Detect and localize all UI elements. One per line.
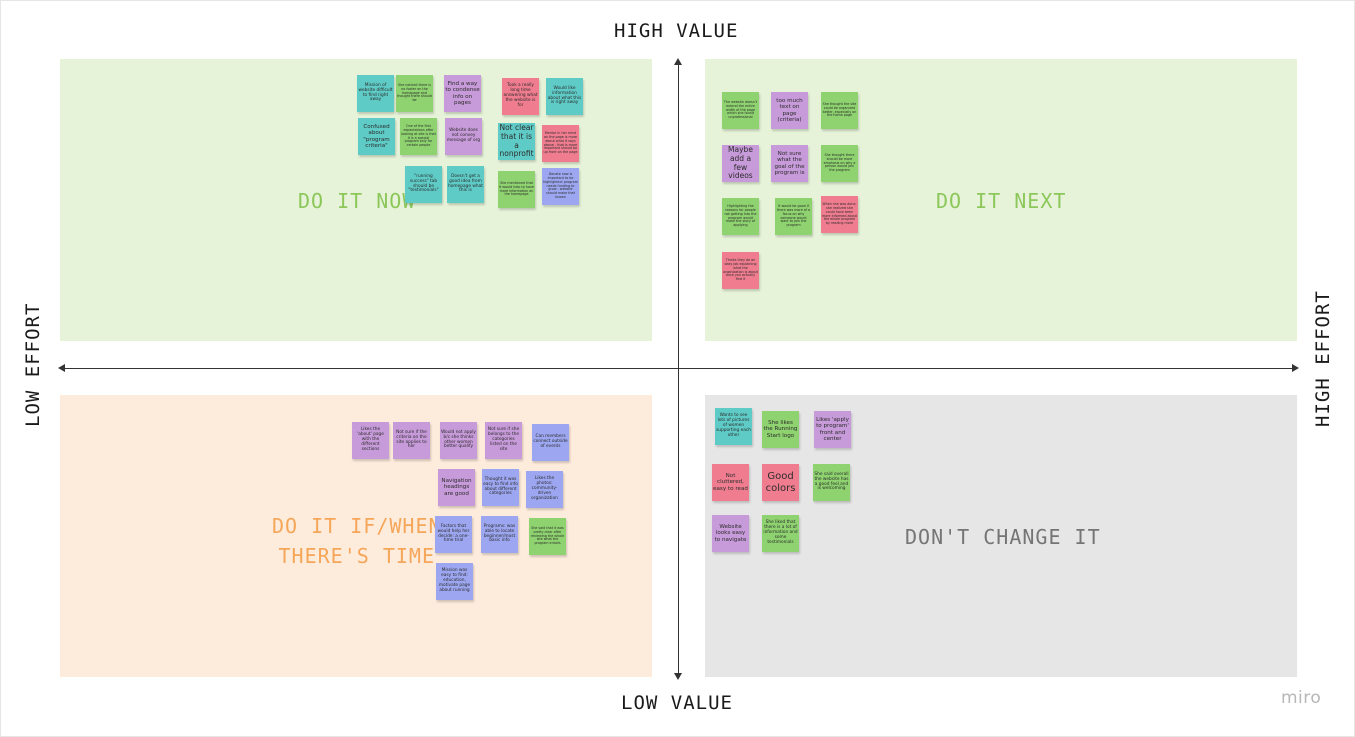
arrow-up-icon (674, 58, 682, 65)
sticky-note[interactable]: Donate now is important to be highlighte… (542, 168, 579, 205)
quadrant-dont-change-it (705, 395, 1297, 677)
quadrant-title-do-it-next: DO IT NEXT (936, 189, 1067, 213)
axis-label-low-effort: LOW EFFORT (22, 302, 44, 427)
sticky-note[interactable]: Not clear that it is a nonprofit (498, 123, 535, 160)
sticky-note[interactable]: Website does not convey message of org (445, 118, 482, 155)
sticky-note[interactable]: too much text on page (criteria) (771, 92, 808, 129)
sticky-note[interactable]: Website looks easy to navigate (712, 515, 749, 552)
quadrant-title-do-it-now: DO IT NOW (298, 189, 416, 213)
sticky-note[interactable]: Likes 'apply to program' front and cente… (814, 411, 851, 448)
arrow-right-icon (1292, 364, 1299, 372)
miro-logo: miro (1281, 688, 1322, 708)
axis-label-high-value: HIGH VALUE (614, 20, 739, 42)
sticky-note[interactable]: Likes the 'about' page with the differen… (352, 422, 389, 459)
sticky-note[interactable]: She noticed there is no footer on the ho… (396, 75, 433, 112)
sticky-note[interactable]: Good colors (762, 464, 799, 501)
arrow-left-icon (58, 364, 65, 372)
sticky-note[interactable]: She thought there should be more emphasi… (821, 145, 858, 182)
sticky-note[interactable]: The website doesn't extend the entire wi… (722, 92, 759, 129)
sticky-note[interactable]: It would be good if there was more of a … (775, 198, 812, 235)
sticky-note[interactable]: Would like information about what this i… (546, 78, 583, 115)
quadrant-title-dont-change-it: DON'T CHANGE IT (905, 525, 1101, 549)
sticky-note[interactable]: Not sure if the criteria on the site app… (393, 422, 430, 459)
axis-label-high-effort: HIGH EFFORT (1312, 290, 1334, 427)
sticky-note[interactable]: Mentor in her mind on the page is more a… (542, 125, 579, 162)
sticky-note[interactable]: Can members connect outside of events (532, 424, 569, 461)
horizontal-axis (64, 368, 1294, 369)
sticky-note[interactable]: "running success" tab should be "testimo… (405, 166, 442, 203)
sticky-note[interactable]: She thought the site could be organized … (821, 92, 858, 129)
sticky-note[interactable]: She likes the Running Start logo (762, 411, 799, 448)
sticky-note[interactable]: When she was done, she realized she coul… (821, 196, 858, 233)
quadrant-title-do-it-if-when: DO IT IF/WHEN THERE'S TIME (272, 514, 442, 568)
sticky-note[interactable]: She said that it was pretty clear after … (529, 518, 566, 555)
sticky-note[interactable]: She mentioned that it would help to have… (498, 171, 535, 208)
sticky-note[interactable]: Wants to see lots of pictures of women s… (715, 408, 752, 445)
sticky-note[interactable]: Mission of website difficult to find rig… (357, 75, 394, 112)
axis-label-low-value: LOW VALUE (621, 692, 733, 714)
sticky-note[interactable]: Not cluttered, easy to read (712, 464, 749, 501)
vertical-axis (678, 62, 679, 676)
sticky-note[interactable]: Thought it was easy to find info about d… (482, 469, 519, 506)
sticky-note[interactable]: Mission was easy to find: education, mot… (436, 563, 473, 600)
sticky-note[interactable]: Factors that would help her decide: a on… (435, 516, 472, 553)
sticky-note[interactable]: She said overall the website has a good … (813, 464, 850, 501)
sticky-note[interactable]: Confused about "program criteria" (358, 118, 395, 155)
sticky-note[interactable]: Likes the photos: community-driven organ… (526, 471, 563, 508)
arrow-down-icon (674, 673, 682, 680)
sticky-note[interactable]: Not sure what the goal of the program is (771, 145, 808, 182)
sticky-note[interactable]: One of the first expectations after look… (400, 118, 437, 155)
sticky-note[interactable]: Navigation headings are good (438, 469, 475, 506)
sticky-note[interactable]: Find a way to condense info on pages (444, 75, 481, 112)
sticky-note[interactable]: Thinks they do an okay job explaining wh… (722, 252, 759, 289)
sticky-note[interactable]: Highlighting the reasons for people not … (722, 198, 759, 235)
sticky-note[interactable]: Would not apply b/c she thinks other wom… (440, 422, 477, 459)
sticky-note[interactable]: She liked that there is a lot of informa… (762, 515, 799, 552)
sticky-note[interactable]: Not sure if she belongs to the categorie… (485, 422, 522, 459)
sticky-note[interactable]: Programs: was able to locate beginner/mo… (481, 516, 518, 553)
sticky-note[interactable]: Took a really long time answering what t… (502, 78, 539, 115)
sticky-note[interactable]: Maybe add a few videos (722, 145, 759, 182)
sticky-note[interactable]: Doesn't get a good idea from homepage wh… (447, 166, 484, 203)
